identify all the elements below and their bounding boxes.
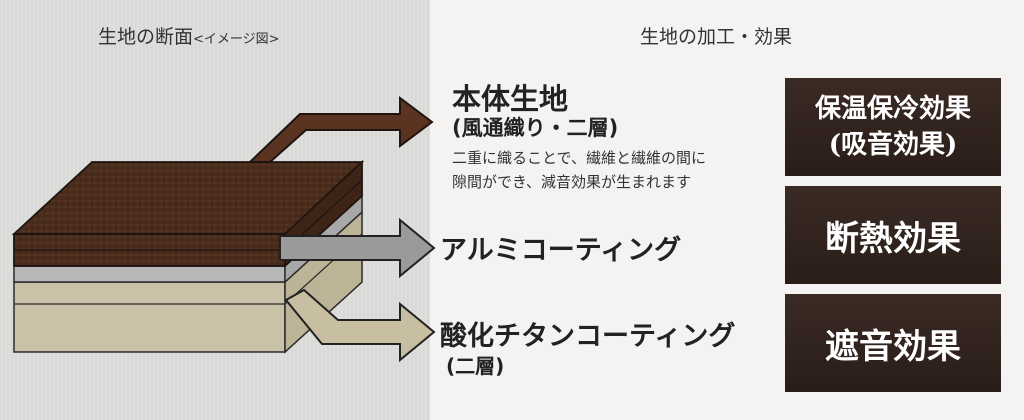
main-fabric-description: 二重に織ることで、繊維と繊維の間に 隙間ができ、減音効果が生まれます xyxy=(452,149,706,191)
titanium-coating-subtitle: (二層) xyxy=(446,354,505,378)
cross-section-title: 生地の断面<イメージ図> xyxy=(98,26,280,48)
cross-section-subtitle: <イメージ図> xyxy=(193,32,280,47)
aluminum-arrow xyxy=(279,217,436,279)
main-fabric-arrow xyxy=(247,96,434,163)
processing-effects-title: 生地の加工・効果 xyxy=(640,26,793,48)
titanium-arrow xyxy=(284,288,436,363)
aluminum-coating-title: アルミコーティング xyxy=(440,235,682,266)
main-fabric-subtitle: (風通織り・二層) xyxy=(452,116,619,140)
effect-sound-blocking: 遮音効果 xyxy=(785,294,1001,392)
effect-insulation: 断熱効果 xyxy=(785,186,1001,284)
effect-thermal-retention: 保温保冷効果 (吸音効果) xyxy=(785,78,1001,176)
main-fabric-title: 本体生地 xyxy=(452,82,569,116)
titanium-coating-title: 酸化チタンコーティング xyxy=(440,321,736,352)
